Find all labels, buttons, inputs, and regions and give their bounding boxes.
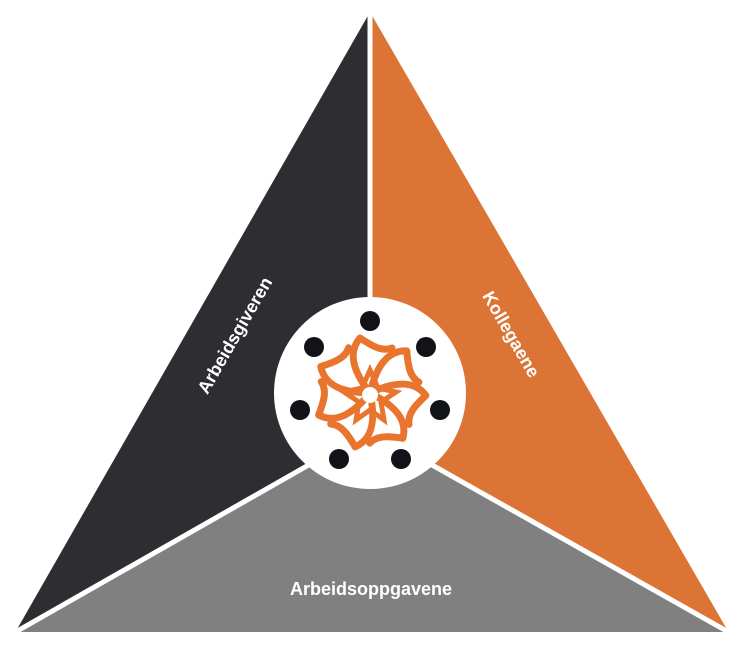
- person-head: [290, 400, 310, 420]
- segment-arbeidsoppgavene: [12, 430, 732, 634]
- triangle-outline: [10, 6, 734, 636]
- person-head: [304, 337, 324, 357]
- person-head: [360, 311, 380, 331]
- person-head: [430, 400, 450, 420]
- person-head: [391, 449, 411, 469]
- person-head: [329, 449, 349, 469]
- label-arbeidsoppgavene: Arbeidsoppgavene: [290, 579, 452, 599]
- people-circle-icon: [274, 297, 466, 489]
- person-head: [416, 337, 436, 357]
